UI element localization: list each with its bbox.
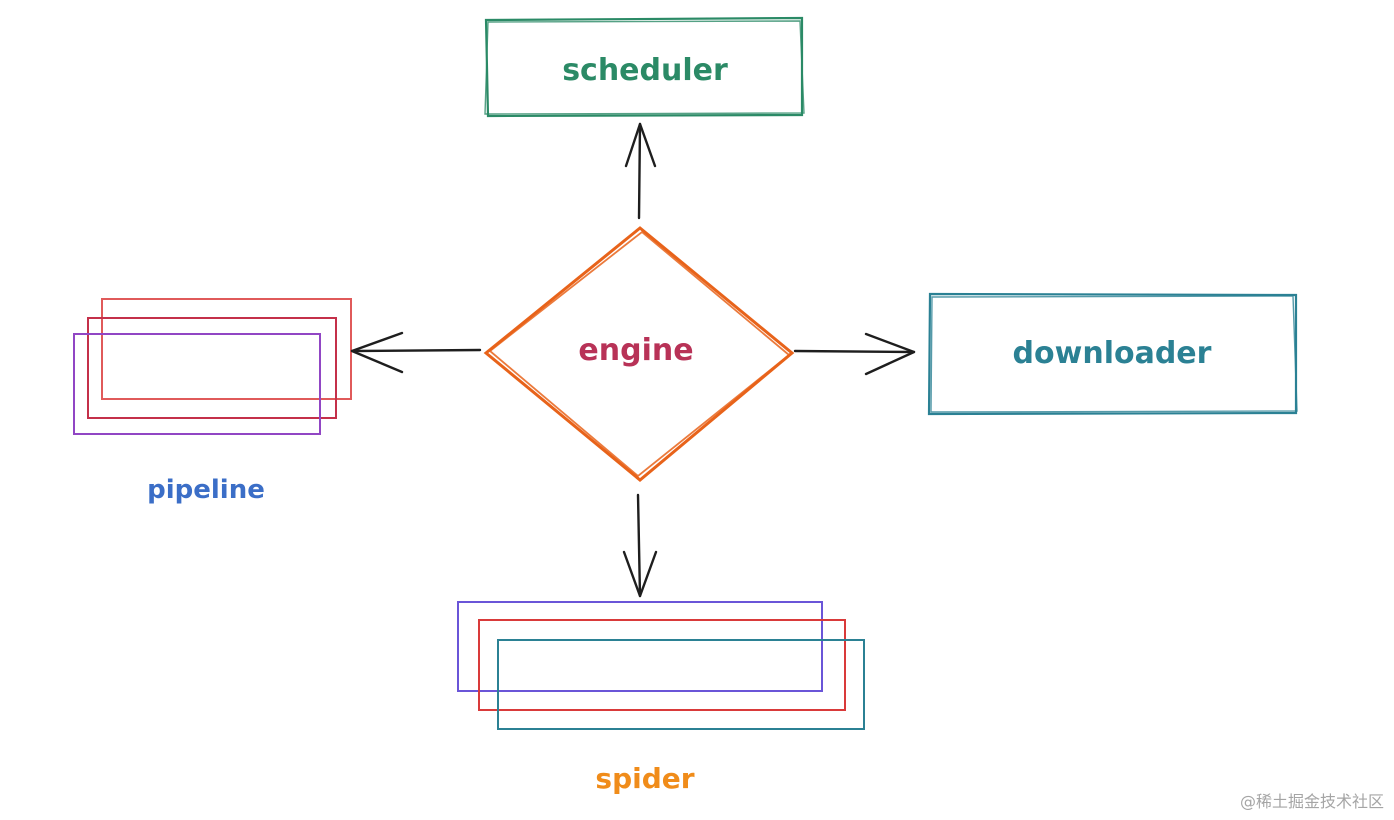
pipeline-box-middle <box>87 317 337 419</box>
pipeline-box-front <box>73 333 321 435</box>
pipeline-node <box>73 298 352 435</box>
scheduler-node <box>484 16 805 118</box>
arrow-engine-to-pipeline <box>350 331 482 374</box>
spider-box-middle <box>478 619 846 711</box>
engine-node <box>483 226 795 482</box>
spider-label: spider <box>595 762 694 795</box>
watermark: @稀土掘金技术社区 <box>1239 792 1384 811</box>
downloader-label: downloader <box>1013 336 1212 371</box>
engine-label: engine <box>578 333 693 368</box>
scheduler-label: scheduler <box>562 53 728 88</box>
arrow-engine-to-spider <box>622 493 658 598</box>
arrow-engine-to-downloader <box>793 332 916 376</box>
pipeline-label: pipeline <box>147 475 265 505</box>
spider-node <box>457 601 865 730</box>
spider-box-front <box>497 639 865 730</box>
pipeline-box-back <box>101 298 352 400</box>
downloader-node <box>927 292 1298 416</box>
arrow-engine-to-scheduler <box>624 122 657 220</box>
spider-box-back <box>457 601 823 692</box>
